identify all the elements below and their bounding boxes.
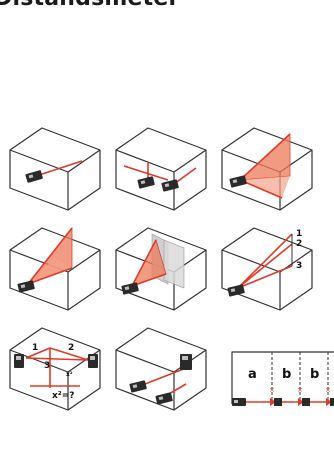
device-icon xyxy=(129,380,147,393)
device-icon xyxy=(229,175,247,188)
x-squared-label: x² xyxy=(66,371,73,378)
device-icon xyxy=(88,354,98,368)
segment-label-b2: b xyxy=(310,367,319,382)
icon-pythagoras: 1 2 3 x² x²=? xyxy=(10,328,100,410)
icon-indirect-height: 1 2 3 xyxy=(222,228,312,310)
triangle-label-1: 1 xyxy=(32,343,38,353)
device-icon xyxy=(17,280,35,293)
mark-x-icon: × xyxy=(325,386,331,394)
device-icon xyxy=(330,398,334,406)
icon-corner-distance xyxy=(116,328,206,410)
device-icon xyxy=(274,398,282,406)
mark-x-icon: × xyxy=(269,386,275,394)
segment-label-b1: b xyxy=(282,367,291,382)
step-label-2: 2 xyxy=(296,239,302,249)
device-icon xyxy=(180,354,192,370)
step-label-3: 3 xyxy=(296,261,302,271)
mark-x-icon: × xyxy=(297,386,303,394)
device-icon xyxy=(227,284,245,297)
device-icon xyxy=(25,170,43,183)
device-icon xyxy=(232,398,246,406)
device-icon xyxy=(161,179,179,192)
icon-wall-panel xyxy=(116,228,206,310)
icon-stake-out: a b b × × × xyxy=(232,352,334,406)
device-icon xyxy=(155,392,173,405)
x-result-label: x²=? xyxy=(52,391,75,401)
icon-wall-area xyxy=(10,228,100,310)
triangle-label-3: 3 xyxy=(44,361,50,371)
triangle-label-2: 2 xyxy=(68,343,74,353)
icon-volume-measurement xyxy=(222,128,312,210)
device-icon xyxy=(121,282,139,295)
device-icon xyxy=(137,176,155,189)
device-icon xyxy=(302,398,310,406)
icon-single-distance xyxy=(10,128,100,210)
icon-area-measurement xyxy=(116,128,206,210)
segment-label-a: a xyxy=(248,367,257,382)
step-label-1: 1 xyxy=(296,229,302,239)
device-icon xyxy=(14,354,24,368)
